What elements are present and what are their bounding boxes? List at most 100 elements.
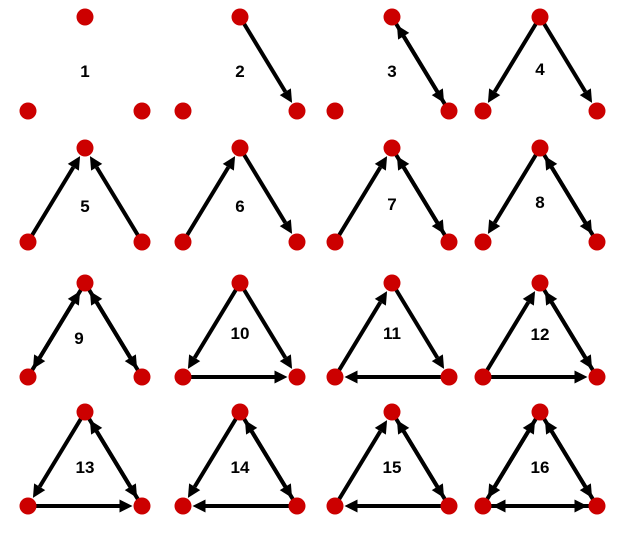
edge-T-to-L <box>192 286 240 359</box>
edge-T-to-R <box>240 20 288 93</box>
arrowhead-T-to-L <box>187 483 201 498</box>
arrowhead-T-to-R <box>279 354 293 369</box>
arrowhead-L-to-T <box>67 291 81 306</box>
edge-R-to-T <box>549 430 597 503</box>
arrowhead-T-to-L <box>32 483 46 498</box>
edge-L-to-T <box>335 301 383 374</box>
node-left <box>19 368 37 386</box>
edge-T-to-R <box>392 286 440 359</box>
motif-number-label: 12 <box>531 325 550 344</box>
node-right <box>133 368 151 386</box>
motif-5: 5 <box>19 139 151 251</box>
node-top <box>383 274 401 292</box>
motif-4: 4 <box>474 8 606 120</box>
motif-1: 1 <box>19 8 151 120</box>
motif-8: 8 <box>474 139 606 251</box>
node-right <box>588 497 606 515</box>
motif-number-label: 9 <box>74 329 83 348</box>
node-top <box>76 139 94 157</box>
arrowhead-L-to-T <box>374 156 388 171</box>
node-right <box>133 233 151 251</box>
arrowhead-L-to-R <box>119 499 133 513</box>
edge-R-to-T <box>401 35 449 108</box>
node-top <box>76 403 94 421</box>
arrowhead-R-to-L <box>344 370 358 384</box>
arrowhead-R-to-L <box>344 499 358 513</box>
node-left <box>19 102 37 120</box>
edge-R-to-T <box>401 166 449 239</box>
edge-L-to-T <box>335 430 383 503</box>
motif-number-label: 15 <box>383 458 402 477</box>
motif-number-label: 10 <box>231 324 250 343</box>
node-left <box>174 497 192 515</box>
node-left <box>474 233 492 251</box>
node-left <box>474 368 492 386</box>
arrowhead-L-to-R <box>274 370 288 384</box>
motif-6: 6 <box>174 139 306 251</box>
node-left <box>19 233 37 251</box>
edge-T-to-L <box>192 415 240 488</box>
node-top <box>231 139 249 157</box>
edge-L-to-T <box>28 301 76 374</box>
edge-L-to-T <box>183 166 231 239</box>
edge-T-to-L <box>492 20 540 93</box>
arrowhead-R-to-T <box>89 156 103 171</box>
motif-number-label: 5 <box>80 197 89 216</box>
node-top <box>383 8 401 26</box>
node-left <box>474 102 492 120</box>
motif-7: 7 <box>326 139 458 251</box>
arrowhead-L-to-T <box>67 156 81 171</box>
edge-L-to-T <box>335 166 383 239</box>
node-left <box>326 102 344 120</box>
node-left <box>19 497 37 515</box>
arrowhead-L-to-T <box>222 156 236 171</box>
node-left <box>326 368 344 386</box>
motif-14: 14 <box>174 403 306 515</box>
node-right <box>133 102 151 120</box>
motif-15: 15 <box>326 403 458 515</box>
arrowhead-T-to-R <box>279 88 293 103</box>
motif-number-label: 8 <box>535 193 544 212</box>
arrowhead-R-to-T <box>544 291 558 306</box>
node-left <box>474 497 492 515</box>
edge-R-to-T <box>94 430 142 503</box>
motif-number-label: 13 <box>76 458 95 477</box>
node-right <box>588 102 606 120</box>
motif-number-label: 1 <box>80 62 89 81</box>
node-right <box>288 497 306 515</box>
node-left <box>174 102 192 120</box>
node-right <box>440 233 458 251</box>
node-right <box>588 233 606 251</box>
edge-T-to-R <box>240 151 288 224</box>
arrowhead-R-to-T <box>396 25 410 40</box>
edge-R-to-T <box>94 166 142 239</box>
motif-number-label: 7 <box>387 195 396 214</box>
arrowhead-L-to-T <box>522 420 536 435</box>
edge-T-to-R <box>540 20 588 93</box>
motif-10: 10 <box>174 274 306 386</box>
motif-number-label: 16 <box>531 458 550 477</box>
arrowhead-R-to-T <box>396 156 410 171</box>
node-right <box>440 497 458 515</box>
node-left <box>174 233 192 251</box>
arrowhead-R-to-T <box>544 156 558 171</box>
node-top <box>76 274 94 292</box>
node-top <box>231 403 249 421</box>
edge-R-to-T <box>549 301 597 374</box>
node-right <box>288 368 306 386</box>
arrowhead-R-to-T <box>89 291 103 306</box>
arrowhead-R-to-T <box>544 420 558 435</box>
node-top <box>383 139 401 157</box>
node-right <box>440 368 458 386</box>
motif-11: 11 <box>326 274 458 386</box>
motif-3: 3 <box>326 8 458 120</box>
edge-T-to-L <box>37 415 85 488</box>
motif-13: 13 <box>19 403 151 515</box>
edge-T-to-R <box>240 286 288 359</box>
arrowhead-R-to-L <box>192 499 206 513</box>
edge-T-to-L <box>492 151 540 224</box>
arrowhead-T-to-R <box>431 354 445 369</box>
node-left <box>326 233 344 251</box>
motif-number-label: 11 <box>383 324 401 343</box>
arrowhead-L-to-R <box>574 370 588 384</box>
